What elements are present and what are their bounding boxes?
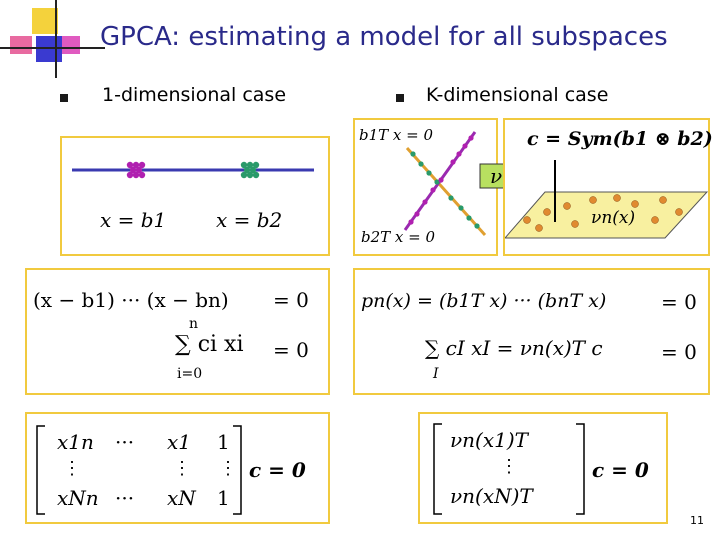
right-eq1-lhs: pn(x) = (b1T x) ··· (bnT x) bbox=[361, 290, 607, 312]
right-matrix-rhs: c = 0 bbox=[592, 458, 649, 482]
plane-label: νn(x) bbox=[591, 208, 636, 228]
left-eq2-upper: n bbox=[189, 316, 199, 332]
matrix-cell: 1 bbox=[217, 430, 230, 454]
right-matrix-row1: νn(x1)T bbox=[450, 428, 528, 452]
bullet-icon bbox=[396, 94, 404, 102]
matrix-cell: 1 bbox=[217, 486, 230, 510]
right-matrix-row2: ⋮ bbox=[500, 456, 518, 477]
two-lines-figure bbox=[403, 131, 487, 237]
matrix-cell: xN bbox=[167, 486, 196, 510]
left-equations-box: (x − b1) ··· (x − bn) = 0 n ∑ ci xi i=0 … bbox=[25, 268, 330, 395]
left-eq2-lhs: ∑ ci xi bbox=[175, 332, 244, 357]
right-matrix-brackets bbox=[433, 423, 585, 515]
left-eq1-rhs: = 0 bbox=[273, 288, 309, 312]
label-b2: x = b2 bbox=[216, 208, 283, 232]
right-eq2-lhs: ∑ cI xI = νn(x)T c bbox=[425, 336, 603, 360]
right-matrix-box: νn(x1)T ⋮ νn(xN)T c = 0 bbox=[418, 412, 668, 524]
right-lines-box: b1T x = 0 b2T x = 0 bbox=[353, 118, 498, 256]
left-eq2-rhs: = 0 bbox=[273, 338, 309, 362]
matrix-cell: ··· bbox=[115, 486, 135, 510]
matrix-cell: ··· bbox=[115, 430, 135, 454]
left-matrix-rhs: c = 0 bbox=[249, 458, 306, 482]
bullet-right-text: K-dimensional case bbox=[426, 84, 609, 106]
right-matrix-row3: νn(xN)T bbox=[450, 484, 533, 508]
right-equations-box: pn(x) = (b1T x) ··· (bnT x) = 0 ∑ cI xI … bbox=[353, 268, 710, 395]
label-b1: x = b1 bbox=[100, 208, 167, 232]
bullet-icon bbox=[60, 94, 68, 102]
left-matrix-brackets bbox=[36, 425, 242, 515]
matrix-cell: x1 bbox=[167, 430, 192, 454]
right-eq2-rhs: = 0 bbox=[661, 340, 697, 364]
line-points-figure bbox=[72, 161, 314, 179]
right-eq1-rhs: = 0 bbox=[661, 290, 697, 314]
slide-title: GPCA: estimating a model for all subspac… bbox=[100, 22, 668, 52]
right-plane-box: c = Sym(b1 ⊗ b2) νn(x) bbox=[503, 118, 713, 256]
left-eq1-lhs: (x − b1) ··· (x − bn) bbox=[33, 288, 229, 312]
plane-figure bbox=[503, 160, 709, 239]
right-eq2-lower: I bbox=[433, 366, 439, 382]
left-figure-box: x = b1 x = b2 bbox=[60, 136, 330, 256]
left-eq2-lower: i=0 bbox=[177, 366, 203, 382]
label-bottom-line: b2T x = 0 bbox=[361, 228, 436, 246]
logo-graphic bbox=[0, 0, 105, 78]
page-number: 11 bbox=[690, 514, 704, 527]
sym-formula: c = Sym(b1 ⊗ b2) bbox=[527, 128, 713, 150]
bullet-left-text: 1-dimensional case bbox=[102, 84, 287, 106]
logo bbox=[0, 0, 110, 80]
left-matrix-box: x1n ··· x1 1 ⋮ ⋮ ⋮ xNn ··· xN 1 c = 0 bbox=[25, 412, 330, 524]
matrix-cell: ⋮ bbox=[173, 458, 191, 479]
matrix-cell: ⋮ bbox=[219, 458, 237, 479]
matrix-cell: xNn bbox=[57, 486, 99, 510]
matrix-cell: x1n bbox=[57, 430, 94, 454]
matrix-cell: ⋮ bbox=[63, 458, 81, 479]
label-top-line: b1T x = 0 bbox=[359, 126, 434, 144]
